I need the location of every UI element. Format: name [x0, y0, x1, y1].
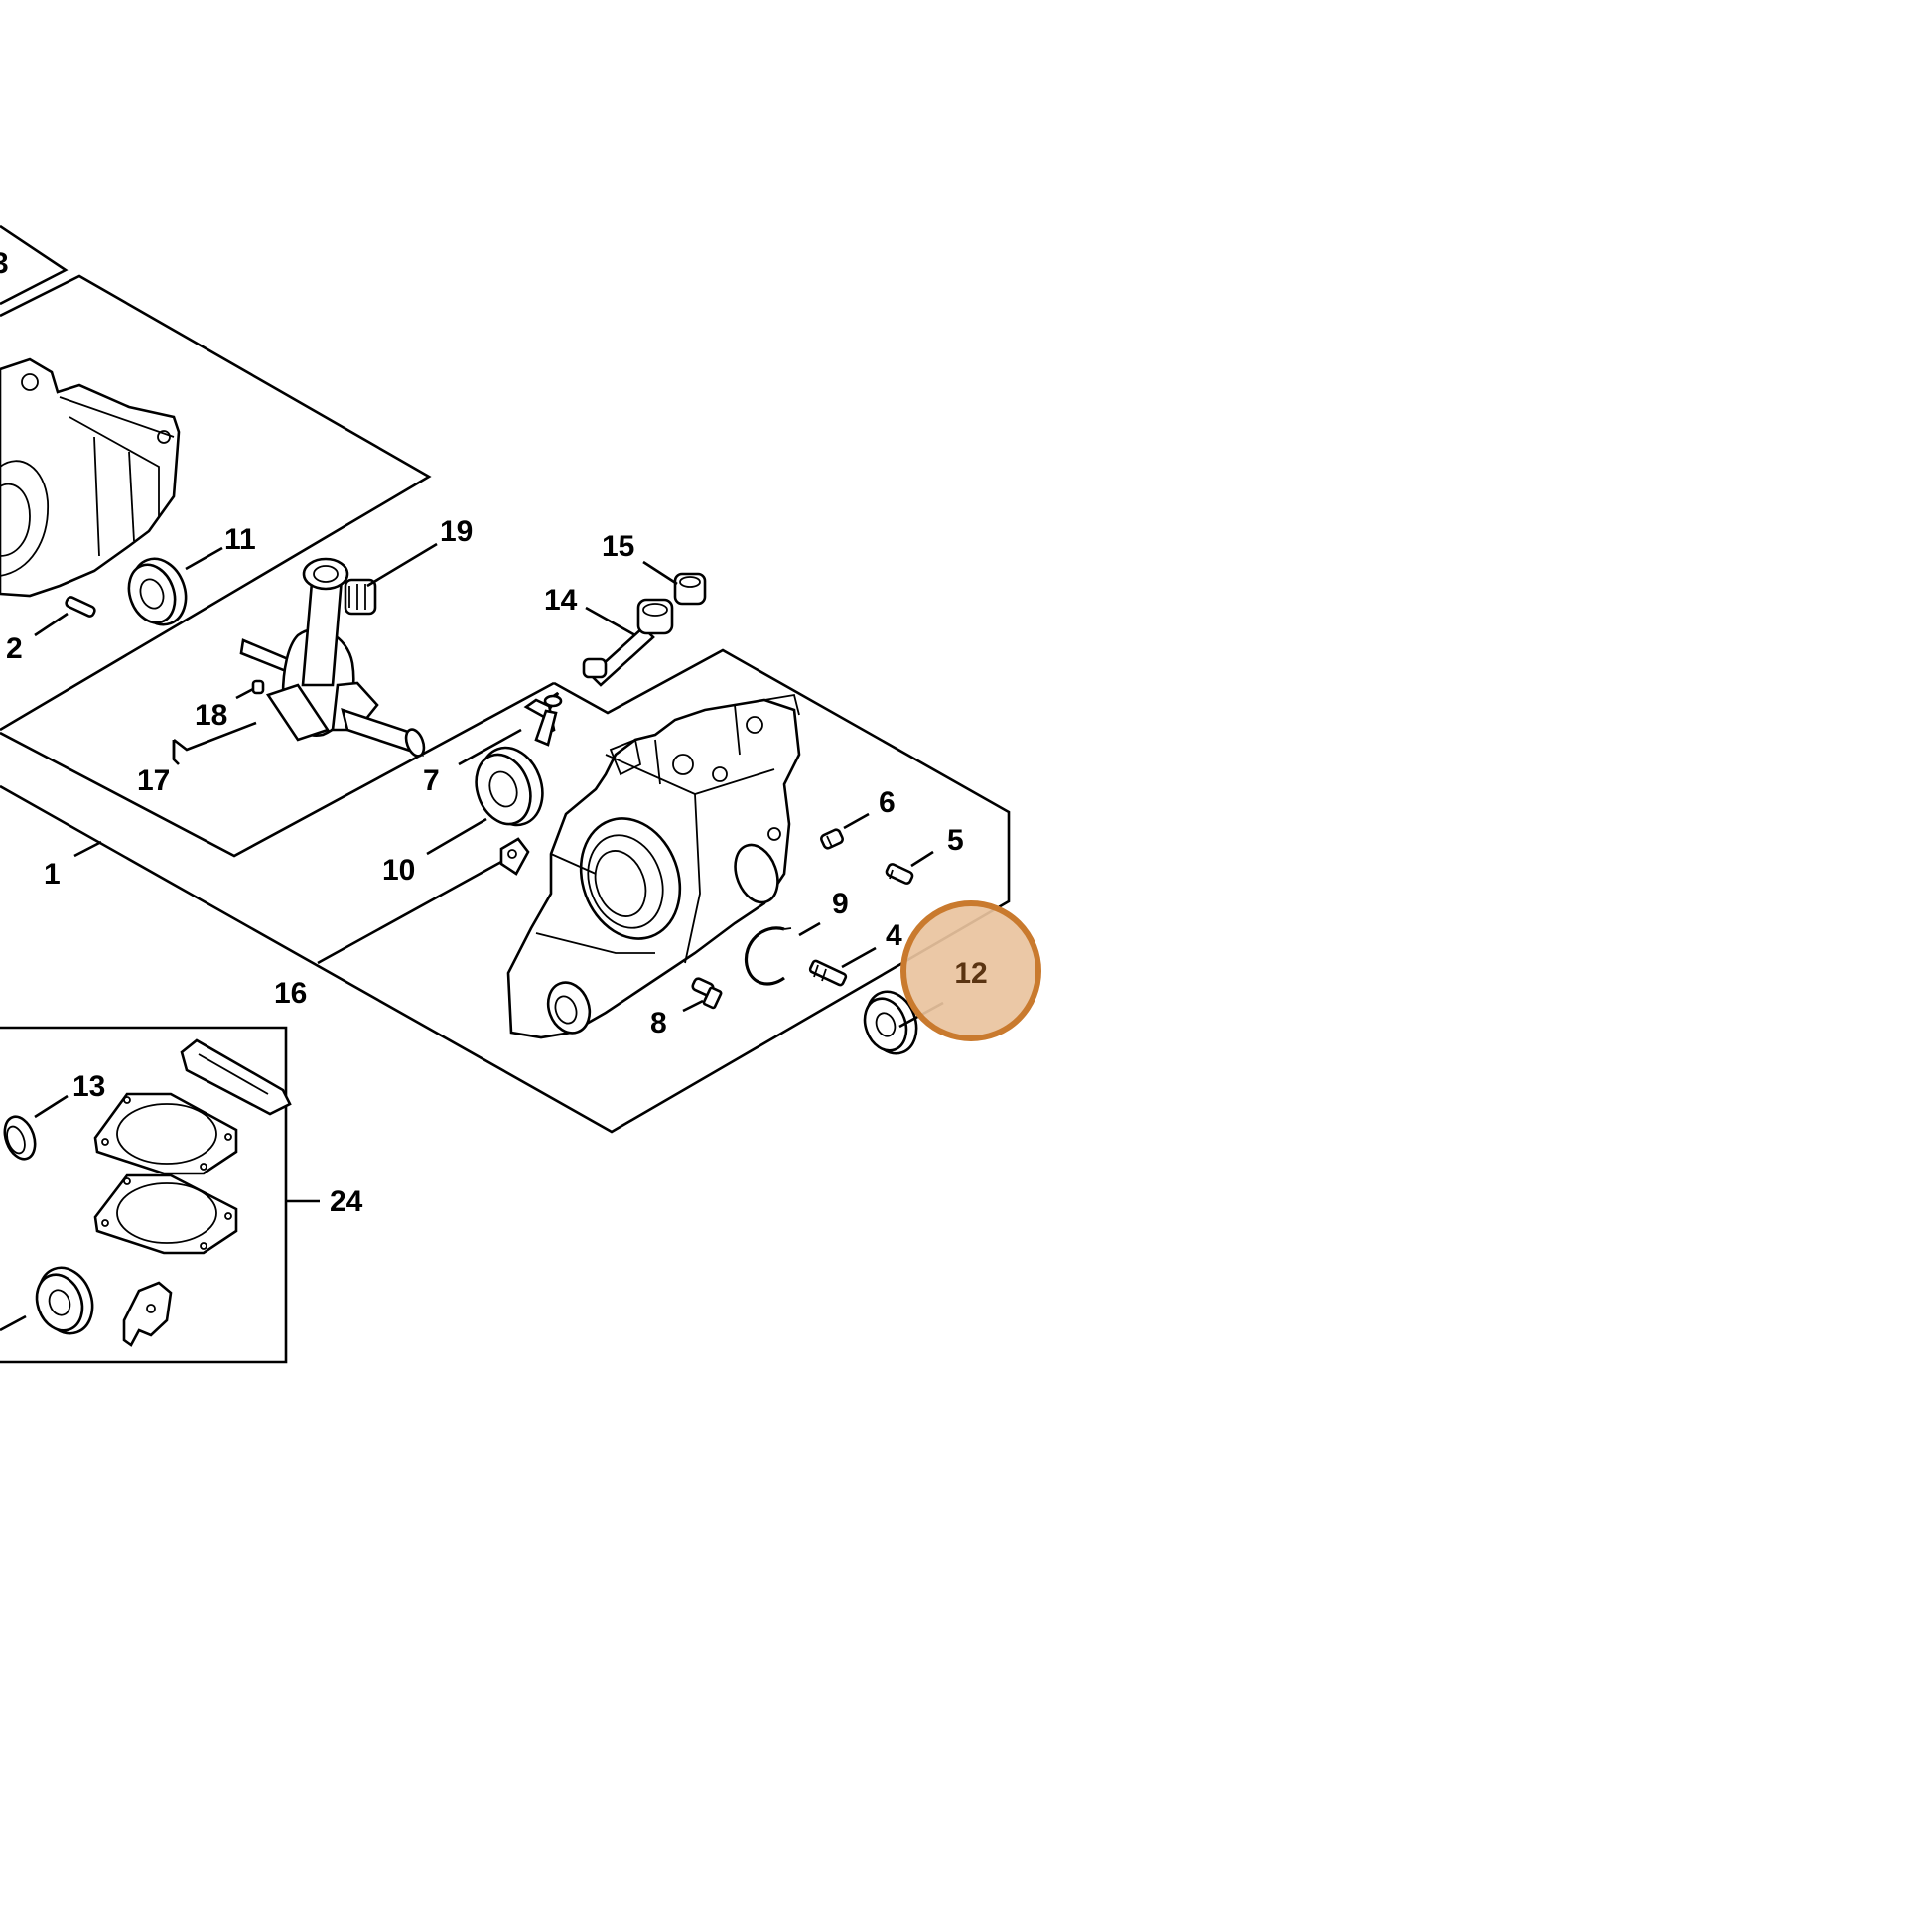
label-14: 14 [544, 584, 578, 617]
label-10: 10 [382, 854, 415, 887]
label-8: 8 [650, 1007, 667, 1039]
leader-lines [0, 542, 944, 1332]
label-9: 9 [832, 888, 849, 920]
label-4: 4 [886, 919, 902, 952]
label-18: 18 [195, 699, 227, 732]
label-3: 3 [0, 247, 9, 280]
label-1: 1 [44, 858, 61, 891]
label-11: 11 [224, 523, 256, 556]
label-13: 13 [72, 1070, 105, 1103]
label-16: 16 [274, 977, 307, 1010]
crankshaft [239, 557, 426, 758]
right-crankcase-half [506, 693, 801, 1039]
circlip-9 [744, 926, 792, 986]
bracket-tab [499, 837, 530, 876]
stud-4 [808, 959, 848, 987]
elbow-fitting [523, 691, 563, 747]
label-19: 19 [440, 515, 473, 548]
screw-8 [691, 977, 723, 1010]
label-15: 15 [602, 530, 634, 563]
needle-cage [344, 578, 377, 616]
label-24: 24 [330, 1185, 363, 1218]
oil-seal-12 [863, 990, 918, 1055]
left-crankcase-half [0, 357, 181, 598]
highlight-circle[interactable] [900, 900, 1041, 1041]
label-7: 7 [423, 764, 440, 797]
collar-screw-6 [819, 828, 845, 850]
ball-bearing-left [127, 557, 188, 626]
label-2: 2 [6, 632, 23, 665]
label-5: 5 [947, 824, 964, 857]
label-17: 17 [137, 764, 170, 797]
label-6: 6 [879, 786, 896, 819]
frame-outlines [0, 224, 1011, 1364]
dowel-pin [65, 596, 96, 618]
part-labels: 3 11 19 15 14 2 18 17 7 6 5 1 10 9 4 16 … [0, 247, 964, 1218]
woodruff-key [251, 679, 265, 695]
collar-screw-5 [885, 863, 914, 885]
highlight-marker-12[interactable]: 12 [900, 900, 1041, 1041]
ball-bearing-right [475, 746, 544, 827]
annular-buffer [582, 572, 707, 687]
highlight-label-12[interactable]: 12 [954, 957, 987, 990]
gasket-set [3, 1038, 292, 1347]
